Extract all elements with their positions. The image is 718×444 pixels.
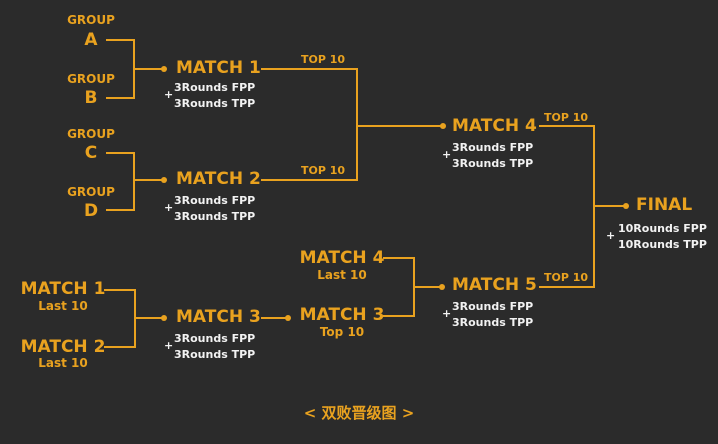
- match2-rounds: 3Rounds FPP 3Rounds TPP: [174, 193, 255, 225]
- final-fpp: 10Rounds FPP: [618, 222, 707, 235]
- match3-fpp: 3Rounds FPP: [174, 332, 256, 345]
- group-b-label: GROUP: [67, 72, 115, 86]
- match1-title: MATCH 1: [176, 58, 261, 78]
- connector-m4-m5: [539, 125, 595, 288]
- match2-plus: +: [164, 201, 174, 214]
- match5-title: MATCH 5: [452, 275, 537, 295]
- losers-match4-sub: Last 10: [317, 268, 367, 282]
- match1-fpp: 3Rounds FPP: [174, 81, 256, 94]
- losers-match4-title: MATCH 4: [299, 248, 385, 268]
- match3-tpp: 3Rounds TPP: [174, 348, 256, 361]
- group-d-label: GROUP: [67, 185, 115, 199]
- match5-advance-label: TOP 10: [544, 271, 589, 284]
- final-title: FINAL: [636, 195, 693, 215]
- group-d-letter: D: [83, 201, 99, 221]
- match4-rounds: 3Rounds FPP 3Rounds TPP: [452, 140, 533, 172]
- match4-plus: +: [442, 148, 452, 161]
- final-rounds: 10Rounds FPP 10Rounds TPP: [618, 221, 707, 253]
- final-tpp: 10Rounds TPP: [618, 238, 707, 251]
- node-dot: [161, 177, 167, 183]
- match4-title: MATCH 4: [452, 116, 537, 136]
- match1-rounds: 3Rounds FPP 3Rounds TPP: [174, 80, 255, 112]
- node-dot: [623, 203, 629, 209]
- match4-advance-label: TOP 10: [544, 111, 589, 124]
- node-dot: [285, 315, 291, 321]
- match1-advance-label: TOP 10: [301, 53, 346, 66]
- group-a-letter: A: [84, 30, 98, 50]
- node-dot: [440, 123, 446, 129]
- losers-match1-title: MATCH 1: [20, 279, 106, 299]
- group-b-letter: B: [84, 88, 98, 108]
- losers-match3-sub: Top 10: [319, 325, 365, 339]
- match2-title: MATCH 2: [176, 169, 261, 189]
- node-dot: [161, 66, 167, 72]
- connector-group-c: [106, 152, 135, 211]
- match4-fpp: 3Rounds FPP: [452, 141, 534, 154]
- match5-fpp: 3Rounds FPP: [452, 300, 534, 313]
- match3-plus: +: [164, 339, 174, 352]
- node-dot: [439, 284, 445, 290]
- match5-plus: +: [442, 307, 452, 320]
- match5-tpp: 3Rounds TPP: [452, 316, 534, 329]
- group-c-label: GROUP: [67, 127, 115, 141]
- match4-tpp: 3Rounds TPP: [452, 157, 534, 170]
- match2-tpp: 3Rounds TPP: [174, 210, 256, 223]
- match1-tpp: 3Rounds TPP: [174, 97, 256, 110]
- match2-fpp: 3Rounds FPP: [174, 194, 256, 207]
- losers-match2-title: MATCH 2: [20, 337, 106, 357]
- group-c-letter: C: [84, 143, 98, 163]
- match3-title: MATCH 3: [176, 307, 261, 327]
- match5-rounds: 3Rounds FPP 3Rounds TPP: [452, 299, 533, 331]
- match1-plus: +: [164, 88, 174, 101]
- group-a-label: GROUP: [67, 13, 115, 27]
- connector-m1-m2: [261, 68, 358, 181]
- final-plus: +: [606, 229, 616, 242]
- losers-match2-sub: Last 10: [38, 356, 88, 370]
- node-dot: [161, 315, 167, 321]
- losers-match3-title: MATCH 3: [299, 305, 385, 325]
- match2-advance-label: TOP 10: [301, 164, 346, 177]
- diagram-caption: < 双败晋级图 >: [303, 404, 415, 422]
- match3-rounds: 3Rounds FPP 3Rounds TPP: [174, 331, 255, 363]
- losers-match1-sub: Last 10: [38, 299, 88, 313]
